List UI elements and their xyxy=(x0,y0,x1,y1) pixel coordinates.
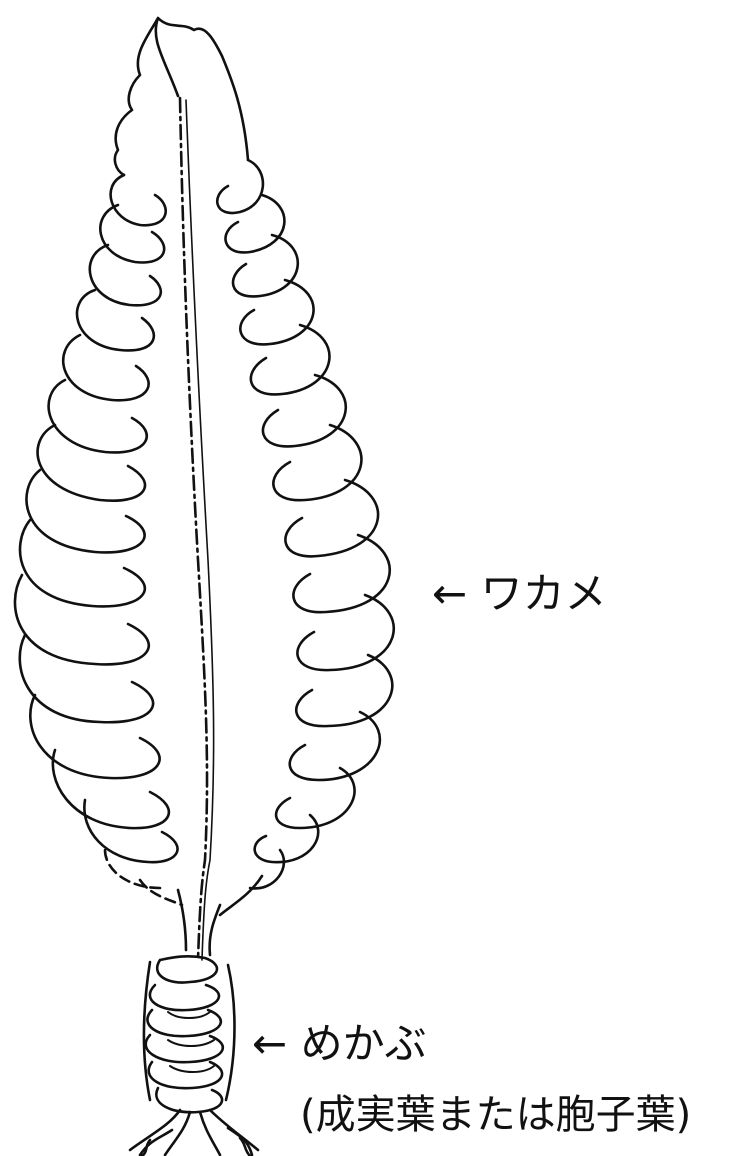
left-lobe xyxy=(111,175,166,225)
frond-left-lobes xyxy=(15,175,182,905)
right-lobe xyxy=(297,595,393,670)
right-lobe xyxy=(296,655,392,726)
wakame-label-text: ワカメ xyxy=(481,569,607,618)
left-lobe xyxy=(100,205,164,262)
left-arrow-icon: ← xyxy=(432,569,467,618)
wakame-label: ← ワカメ xyxy=(432,560,607,621)
right-lobe xyxy=(273,425,361,500)
left-lobe xyxy=(84,800,177,862)
left-lobe xyxy=(77,290,154,350)
left-lobe xyxy=(26,470,144,552)
right-lobe xyxy=(251,325,330,394)
mekabu-note-label: (成実葉または胞子葉) xyxy=(300,1082,691,1140)
frond-midrib-edge xyxy=(186,100,214,960)
frond-midrib xyxy=(180,98,207,960)
right-lobe xyxy=(263,375,346,446)
mekabu-sporophyll xyxy=(144,956,235,1112)
left-lobe xyxy=(15,575,149,664)
left-lobe xyxy=(20,520,145,606)
left-lobe xyxy=(38,425,145,501)
frond-right-lobes xyxy=(217,160,393,915)
right-lobe xyxy=(217,160,263,213)
right-lobe xyxy=(233,235,298,296)
left-arrow-icon: ← xyxy=(252,1019,287,1068)
right-lobe xyxy=(220,850,284,915)
right-lobe xyxy=(240,280,313,344)
left-lobe xyxy=(30,695,159,778)
mekabu-label: ← めかぶ xyxy=(252,1010,427,1071)
left-lobe xyxy=(53,750,169,828)
right-lobe xyxy=(285,480,378,556)
mekabu-label-text: めかぶ xyxy=(301,1019,427,1068)
left-lobe xyxy=(63,335,148,400)
right-lobe xyxy=(255,815,319,862)
holdfast-roots xyxy=(130,1110,258,1156)
left-lobe xyxy=(90,245,161,305)
left-lobe xyxy=(49,380,147,452)
